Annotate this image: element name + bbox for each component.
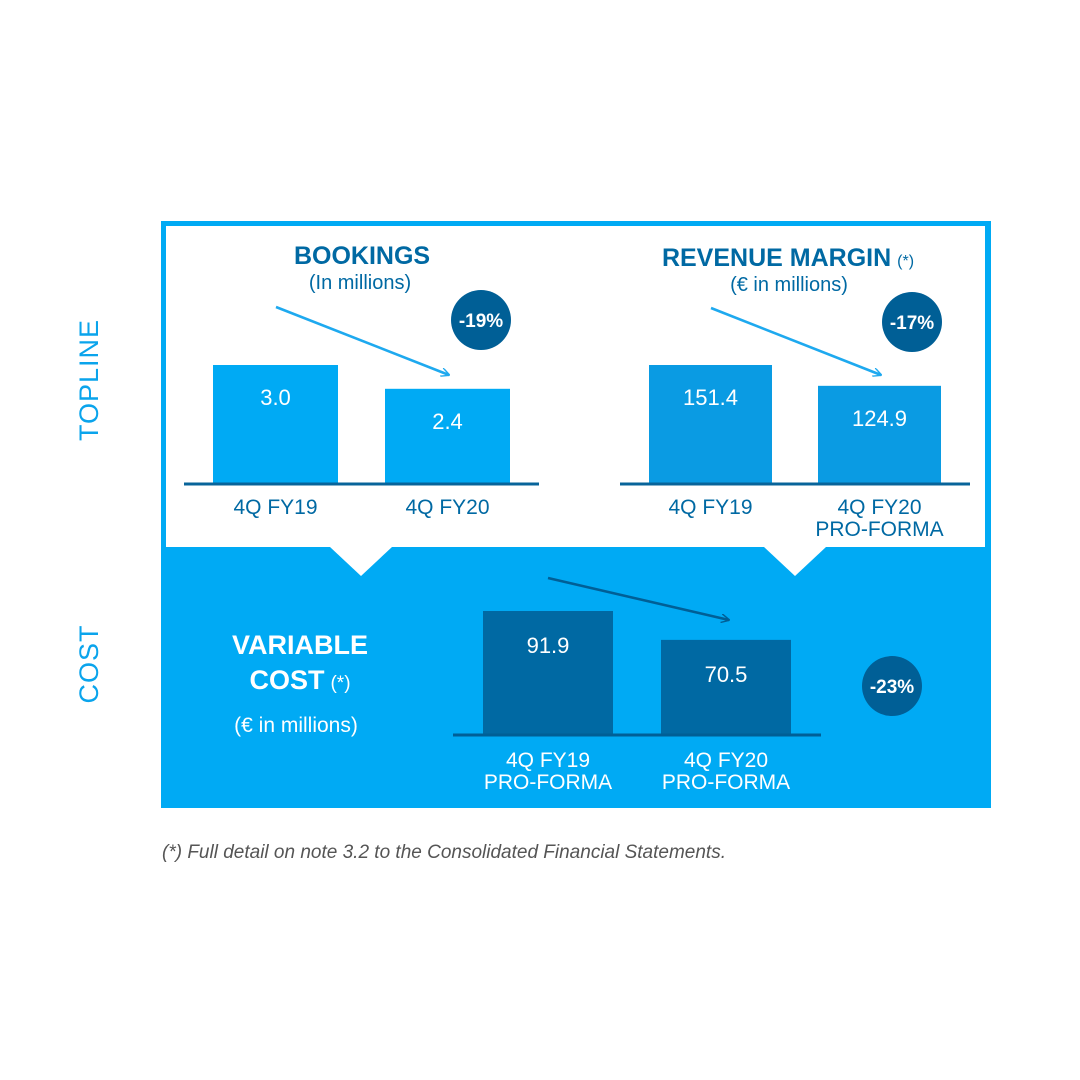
- bookings-category-label: 4Q FY20: [405, 496, 489, 519]
- variable-cost-subtitle: (€ in millions): [234, 714, 358, 737]
- variable-cost-bar-value-label: 70.5: [705, 662, 748, 687]
- variable-cost-bar: [661, 639, 791, 735]
- variable-cost-change-label: -23%: [870, 677, 914, 698]
- revenue-panel: REVENUE MARGIN (*) (€ in millions) -17% 1…: [620, 244, 970, 541]
- revenue-bar: [649, 365, 772, 484]
- revenue-change-label: -17%: [890, 313, 934, 334]
- bookings-bar: [385, 388, 510, 484]
- bookings-chart: 3.0 4Q FY19 2.4 4Q FY20: [184, 365, 539, 519]
- bookings-panel: BOOKINGS (In millions) -19% 3.0 4Q FY19 2.…: [184, 242, 539, 519]
- revenue-title: REVENUE MARGIN (*): [662, 244, 914, 272]
- topline-side-label: TOPLINE: [74, 319, 104, 441]
- bookings-change-label: -19%: [459, 311, 503, 332]
- revenue-category-line: PRO-FORMA: [815, 518, 943, 541]
- variable-cost-title-line2: COST(*): [249, 665, 350, 695]
- revenue-trend-arrow: [710, 306, 881, 375]
- variable-cost-category-line: 4Q FY20: [684, 749, 768, 772]
- cost-side-label: COST: [74, 624, 104, 703]
- revenue-bar-value-label: 124.9: [852, 406, 907, 431]
- bookings-change-badge: [451, 290, 511, 350]
- bookings-subtitle: (In millions): [309, 272, 411, 294]
- variable-cost-category-line: 4Q FY19: [506, 749, 590, 772]
- revenue-subtitle: (€ in millions): [730, 274, 848, 296]
- footnote: (*) Full detail on note 3.2 to the Conso…: [162, 842, 726, 863]
- variable-cost-change-badge: [862, 656, 922, 716]
- variable-cost-bar: [483, 611, 613, 735]
- revenue-category-label: 4Q FY19: [668, 496, 752, 519]
- variable-cost-title-line1: VARIABLE: [232, 630, 368, 660]
- bookings-category-label: 4Q FY19: [233, 496, 317, 519]
- revenue-title-mark: (*): [897, 253, 914, 270]
- variable-cost-panel: VARIABLE COST(*) (€ in millions) -23% 91…: [232, 576, 922, 794]
- revenue-change-badge: [882, 292, 942, 352]
- bookings-title: BOOKINGS: [294, 242, 430, 270]
- revenue-bar: [818, 385, 941, 484]
- variable-cost-category-line: PRO-FORMA: [484, 771, 612, 794]
- bookings-bar-value-label: 3.0: [260, 385, 291, 410]
- topline-panel: [166, 226, 985, 576]
- revenue-title-text: REVENUE MARGIN: [662, 244, 891, 272]
- bookings-trend-arrow: [275, 305, 449, 375]
- revenue-bar-value-label: 151.4: [683, 385, 738, 410]
- variable-cost-title-mark: (*): [330, 673, 350, 694]
- bookings-bar: [213, 365, 338, 484]
- revenue-category-line: 4Q FY20: [837, 496, 921, 519]
- variable-cost-category-line: PRO-FORMA: [662, 771, 790, 794]
- variable-cost-bar-value-label: 91.9: [527, 633, 570, 658]
- variable-cost-trend-arrow: [547, 576, 729, 620]
- bookings-bar-value-label: 2.4: [432, 409, 463, 434]
- variable-cost-title-text: COST: [249, 665, 325, 695]
